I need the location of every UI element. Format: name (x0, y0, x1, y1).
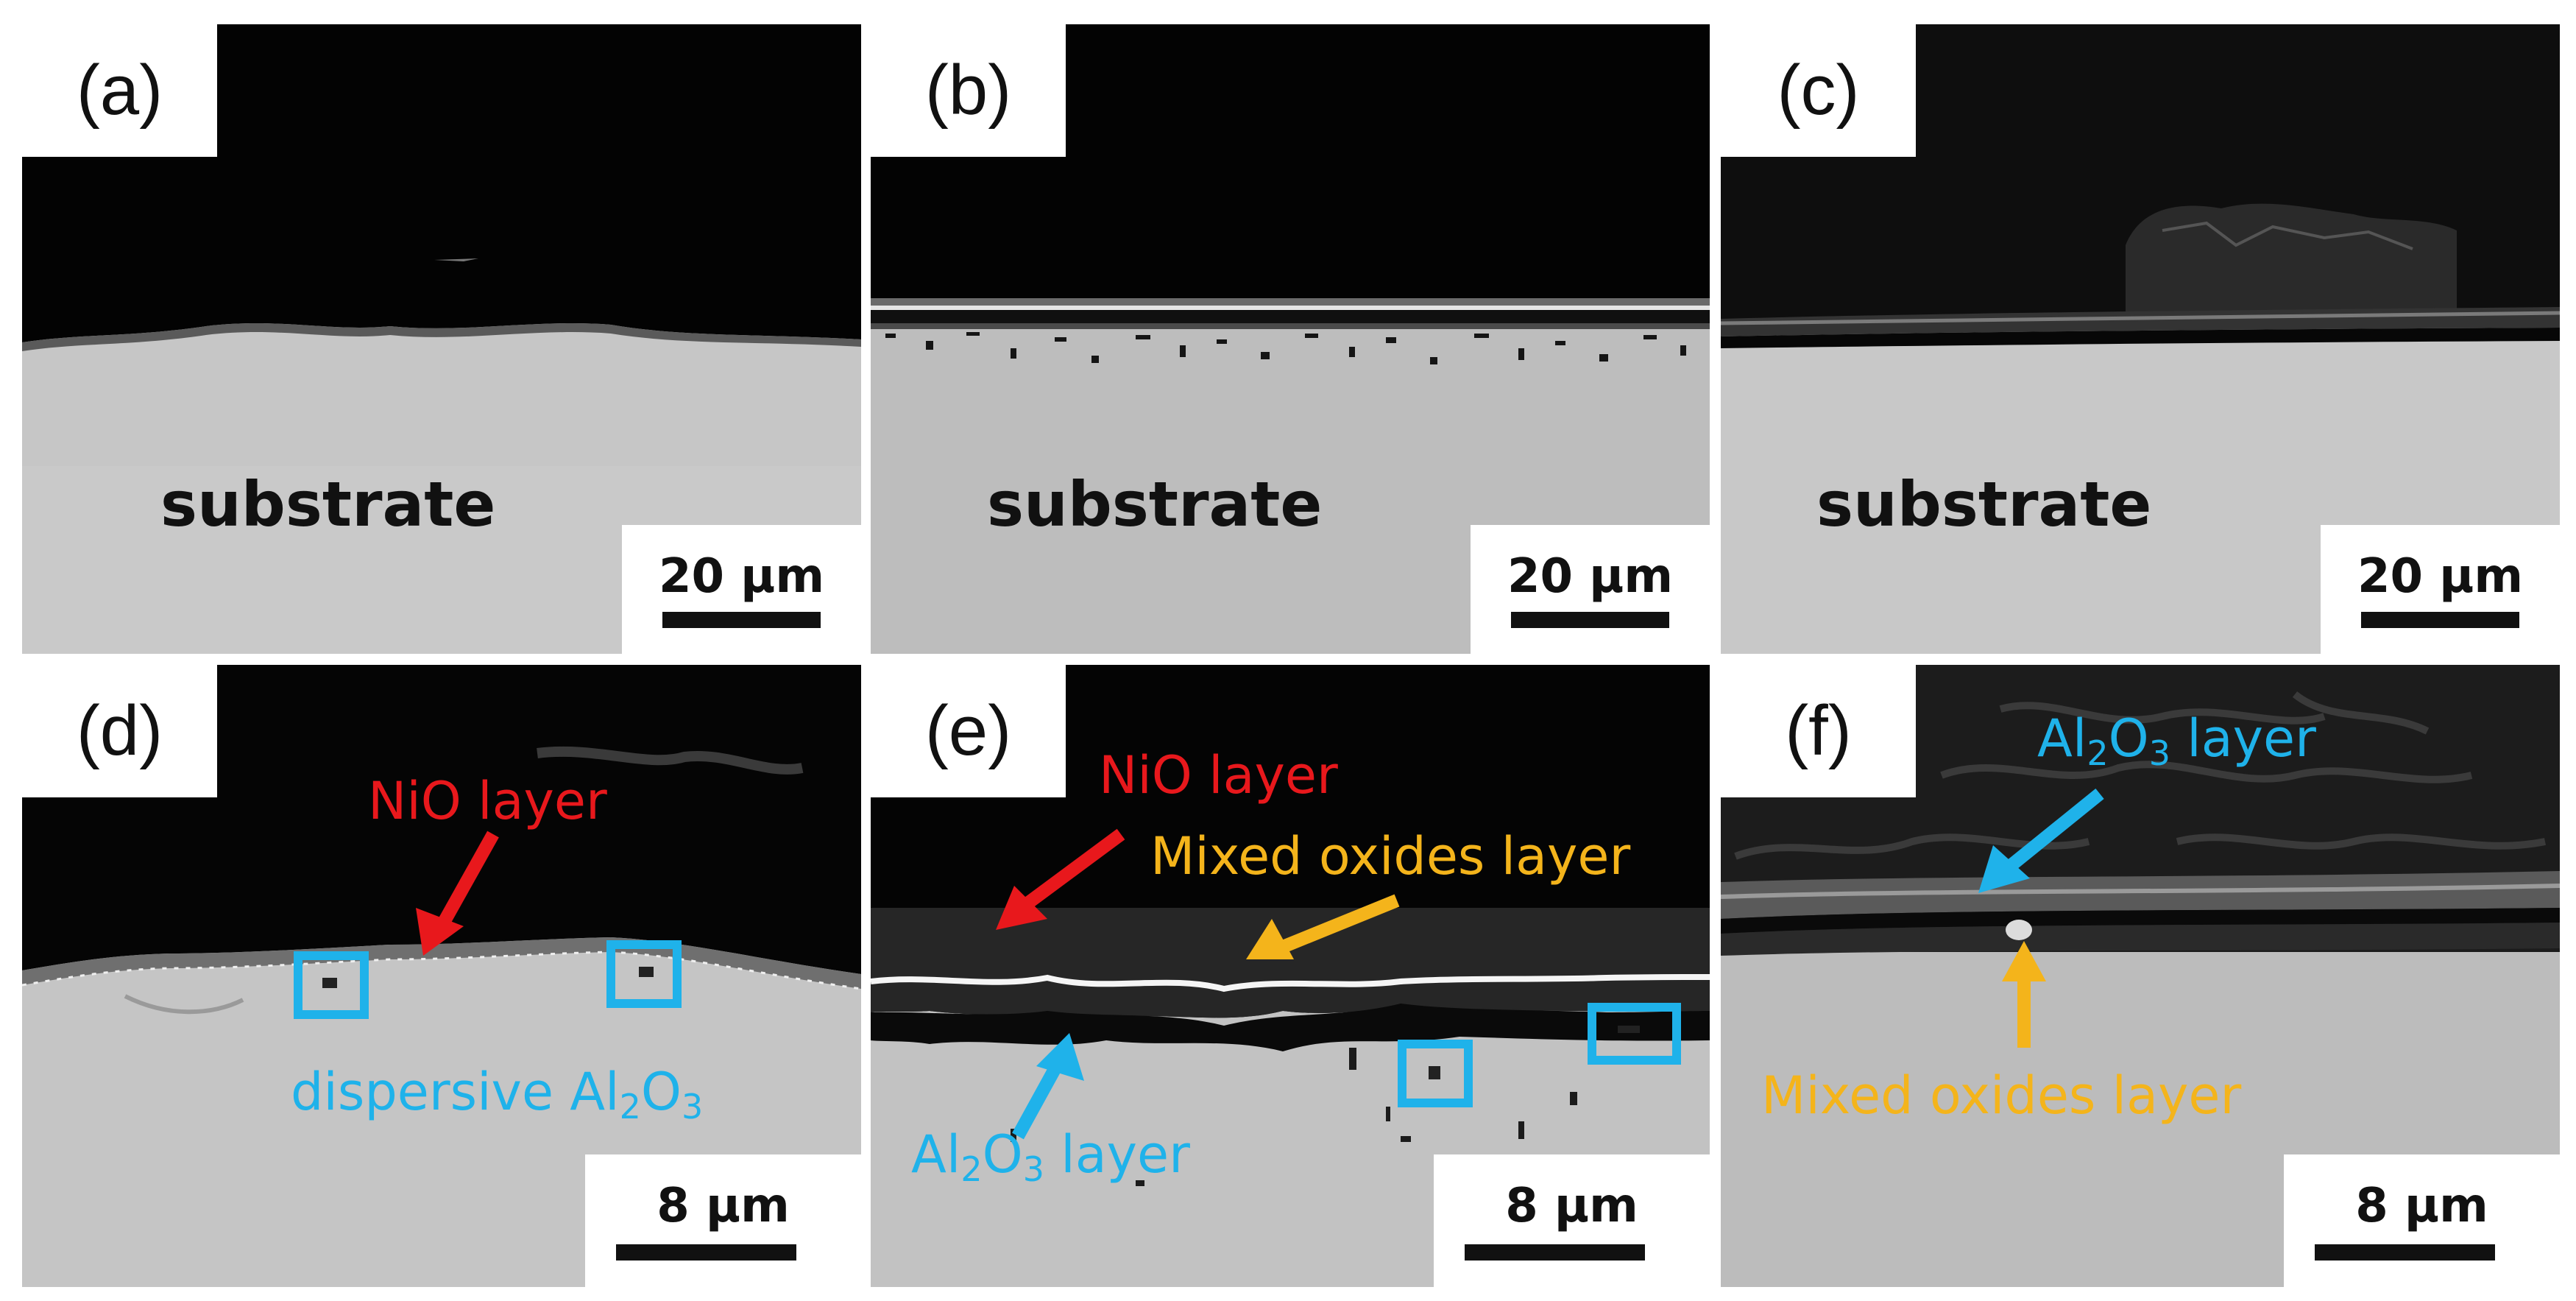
panel-e-label: (e) (871, 665, 1066, 797)
panel-c-label: (c) (1721, 24, 1916, 157)
panel-b-substrate-label: substrate (987, 468, 1323, 540)
panel-c-scale-line (2361, 612, 2519, 628)
panel-d-o-text: O (640, 1062, 682, 1122)
panel-a-scale-line (662, 612, 821, 628)
panel-f-sub-2: 2 (2087, 733, 2109, 773)
panel-e-al2o3-label: Al2O3 layer (911, 1129, 1190, 1186)
panel-e: (e) NiO layer Mixed oxides layer Al2O3 l… (871, 665, 1710, 1287)
panel-f: (f) Al2O3 layer Mixed oxides layer 8 μm (1721, 665, 2560, 1287)
panel-e-o-text: O (982, 1124, 1023, 1185)
panel-d-scale-bar: 8 μm (585, 1154, 861, 1287)
panel-e-layer-text: layer (1044, 1124, 1190, 1185)
panel-d-sub-2: 2 (619, 1087, 641, 1127)
panel-c-scale-bar: 20 μm (2321, 525, 2560, 654)
panel-e-nio-label: NiO layer (1099, 745, 1338, 805)
panel-e-al-text: Al (911, 1124, 961, 1185)
panel-d-scale-text: 8 μm (657, 1179, 790, 1233)
panel-c: (c) substrate 20 μm (1721, 24, 2560, 654)
panel-d: (d) NiO layer dispersive Al2O3 8 μm (22, 665, 861, 1287)
panel-a-label: (a) (22, 24, 217, 157)
panel-e-sub-3: 3 (1022, 1149, 1045, 1189)
panel-b-scale-text: 20 μm (1507, 549, 1674, 604)
panel-f-al-text: Al (2037, 708, 2087, 769)
panel-e-scale-bar: 8 μm (1434, 1154, 1710, 1287)
panel-a-substrate-label: substrate (160, 468, 496, 540)
panel-b: (b) substrate 20 μm (871, 24, 1710, 654)
panel-e-scale-text: 8 μm (1505, 1179, 1638, 1233)
panel-d-scale-line (616, 1244, 796, 1261)
panel-d-sub-3: 3 (682, 1087, 704, 1127)
panel-c-scale-text: 20 μm (2357, 549, 2524, 604)
panel-c-substrate-label: substrate (1816, 468, 2152, 540)
panel-b-scale-bar: 20 μm (1471, 525, 1710, 654)
panel-e-sub-2: 2 (960, 1149, 983, 1189)
panel-f-sub-3: 3 (2148, 733, 2171, 773)
panel-e-mixed-label: Mixed oxides layer (1150, 826, 1631, 886)
panel-f-layer-text: layer (2170, 708, 2316, 769)
panel-a-scale-bar: 20 μm (622, 525, 861, 654)
panel-f-o-text: O (2108, 708, 2149, 769)
panel-e-scale-line (1465, 1244, 1645, 1261)
panel-b-label: (b) (871, 24, 1066, 157)
panel-f-scale-line (2315, 1244, 2495, 1261)
panel-f-scale-text: 8 μm (2355, 1179, 2488, 1233)
panel-f-al2o3-label: Al2O3 layer (2037, 713, 2316, 770)
panel-a-scale-text: 20 μm (658, 549, 825, 604)
panel-f-mixed-label: Mixed oxides layer (1761, 1065, 2242, 1126)
panel-d-nio-label: NiO layer (368, 771, 607, 831)
panel-b-scale-line (1511, 612, 1669, 628)
panel-f-scale-bar: 8 μm (2284, 1154, 2560, 1287)
panel-d-dispersive-text: dispersive Al (291, 1062, 620, 1122)
panel-a-micrograph (22, 24, 861, 654)
panel-d-dispersive-label: dispersive Al2O3 (291, 1066, 703, 1124)
panel-d-label: (d) (22, 665, 217, 797)
panel-f-label: (f) (1721, 665, 1916, 797)
panel-a: (a) substrate 20 μm (22, 24, 861, 654)
